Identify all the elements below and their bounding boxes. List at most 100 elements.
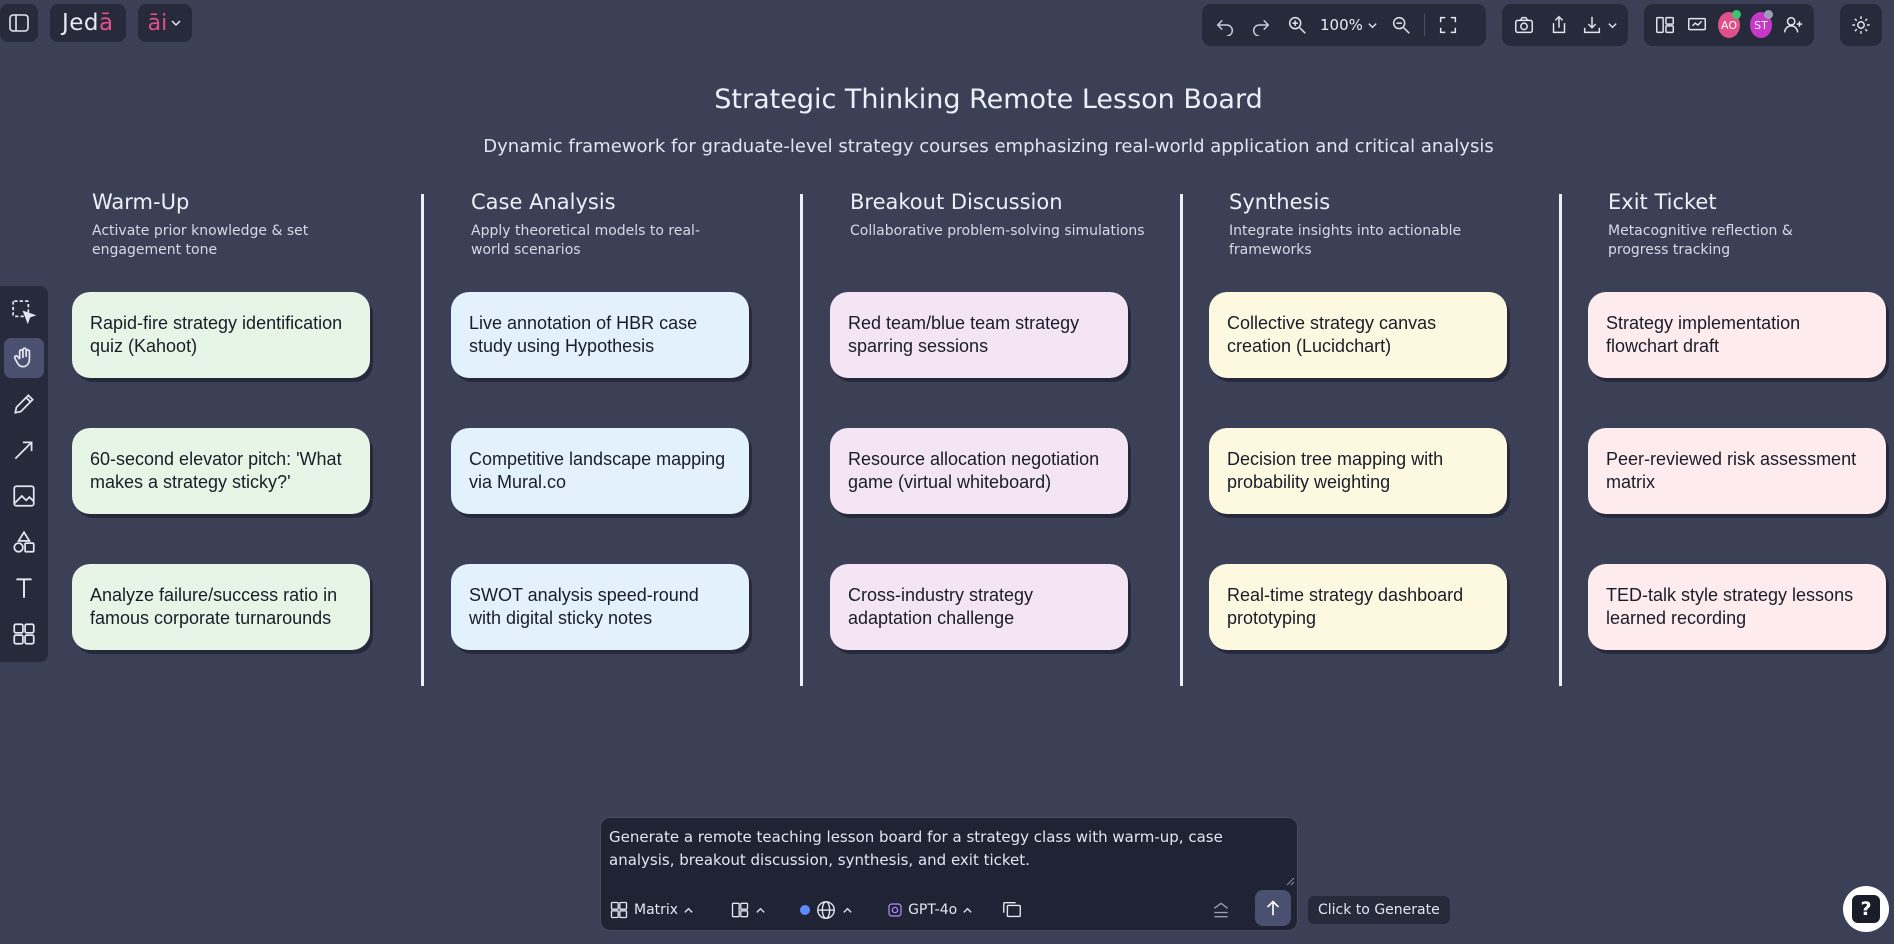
- image-tool-button[interactable]: [4, 476, 44, 516]
- status-dot: [1764, 10, 1773, 19]
- tools-sidebar: [0, 286, 48, 662]
- help-icon: ?: [1852, 895, 1880, 923]
- zoom-in-button[interactable]: [1284, 12, 1310, 38]
- invite-user-button[interactable]: [1782, 12, 1804, 38]
- download-icon: [1583, 16, 1601, 34]
- lesson-card[interactable]: Decision tree mapping with probability w…: [1209, 428, 1507, 514]
- pen-tool-button[interactable]: [4, 384, 44, 424]
- fit-screen-button[interactable]: [1435, 12, 1461, 38]
- copy-frames-icon: [1003, 901, 1022, 918]
- undo-button[interactable]: [1212, 12, 1238, 38]
- board-title: Strategic Thinking Remote Lesson Board: [714, 84, 1263, 115]
- avatar-ao[interactable]: AO: [1718, 10, 1741, 38]
- model-icon: [888, 903, 902, 917]
- text-icon: [16, 578, 32, 598]
- column-case-analysis: Case Analysis Apply theoretical models t…: [451, 190, 781, 650]
- ai-menu-button[interactable]: āi: [137, 4, 193, 42]
- attach-context-button[interactable]: [1001, 899, 1023, 921]
- lesson-card[interactable]: Strategy implementation flowchart draft: [1588, 292, 1886, 378]
- columns-icon: [731, 902, 749, 918]
- sidebar-icon: [9, 14, 29, 32]
- help-button[interactable]: ?: [1843, 886, 1889, 932]
- layout-icon: [1656, 16, 1674, 34]
- web-search-dropdown[interactable]: [800, 899, 853, 921]
- lesson-card[interactable]: Red team/blue team strategy sparring ses…: [830, 292, 1128, 378]
- column-divider: [1559, 194, 1562, 686]
- view-toolbar: 100%: [1202, 4, 1486, 46]
- column-description: Metacognitive reflection & progress trac…: [1608, 223, 1793, 258]
- lesson-card[interactable]: Rapid-fire strategy identification quiz …: [72, 292, 370, 378]
- column-breakout-discussion: Breakout Discussion Collaborative proble…: [830, 190, 1160, 650]
- sidebar-toggle-button[interactable]: [0, 4, 38, 42]
- prompt-panel: Generate a remote teaching lesson board …: [600, 817, 1298, 931]
- presentation-button[interactable]: [1686, 12, 1708, 38]
- export-toolbar: [1502, 4, 1628, 46]
- resize-handle-icon[interactable]: [1285, 876, 1295, 886]
- select-tool-button[interactable]: [4, 292, 44, 332]
- lesson-card[interactable]: Competitive landscape mapping via Mural.…: [451, 428, 749, 514]
- column-description: Integrate insights into actionable frame…: [1229, 223, 1462, 258]
- camera-icon: [1515, 16, 1534, 34]
- redo-button[interactable]: [1248, 12, 1274, 38]
- avatar-st[interactable]: ST: [1750, 10, 1773, 38]
- lesson-card[interactable]: Collective strategy canvas creation (Luc…: [1209, 292, 1507, 378]
- model-label: GPT-4o: [908, 902, 958, 918]
- text-tool-button[interactable]: [4, 568, 44, 608]
- gear-icon: [1852, 16, 1870, 34]
- image-icon: [13, 485, 35, 507]
- chevron-up-icon: [756, 907, 765, 913]
- grid-icon: [13, 623, 35, 645]
- chevron-down-icon: [1368, 22, 1377, 28]
- column-layout-dropdown[interactable]: [730, 900, 766, 920]
- column-title: Breakout Discussion: [850, 190, 1063, 214]
- settings-button[interactable]: [1840, 4, 1882, 46]
- templates-tool-button[interactable]: [4, 614, 44, 654]
- select-icon: [12, 300, 37, 325]
- lesson-card[interactable]: Analyze failure/success ratio in famous …: [72, 564, 370, 650]
- lesson-card[interactable]: TED-talk style strategy lessons learned …: [1588, 564, 1886, 650]
- logo-text: Jed: [62, 10, 100, 36]
- shapes-tool-button[interactable]: [4, 522, 44, 562]
- zoom-out-button[interactable]: [1388, 12, 1414, 38]
- lesson-card[interactable]: 60-second elevator pitch: 'What makes a …: [72, 428, 370, 514]
- ai-label: āi: [147, 10, 168, 36]
- pencil-icon: [14, 394, 34, 414]
- generate-button[interactable]: [1255, 890, 1291, 926]
- chevron-down-icon: [171, 20, 181, 27]
- lesson-card[interactable]: Live annotation of HBR case study using …: [451, 292, 749, 378]
- arrow-tool-button[interactable]: [4, 430, 44, 470]
- matrix-icon: [610, 901, 628, 919]
- collaboration-toolbar: AO ST: [1644, 4, 1814, 46]
- avatar-initials: ST: [1754, 18, 1768, 32]
- share-button[interactable]: [1547, 12, 1572, 38]
- shapes-icon: [13, 530, 35, 553]
- zoom-dropdown[interactable]: 100%: [1320, 16, 1378, 34]
- column-description: Apply theoretical models to real-world s…: [471, 223, 700, 258]
- prompt-input[interactable]: Generate a remote teaching lesson board …: [609, 828, 1223, 869]
- toolbar-divider: [1423, 14, 1425, 36]
- lesson-card[interactable]: Resource allocation negotiation game (vi…: [830, 428, 1128, 514]
- column-description: Activate prior knowledge & set engagemen…: [92, 223, 309, 258]
- collapse-panel-button[interactable]: [1211, 900, 1231, 920]
- screenshot-button[interactable]: [1512, 12, 1537, 38]
- hand-tool-button[interactable]: [4, 338, 44, 378]
- column-title: Warm-Up: [92, 190, 190, 214]
- layout-type-dropdown[interactable]: Matrix: [609, 900, 694, 920]
- arrow-up-icon: [1266, 900, 1280, 916]
- lesson-card[interactable]: Real-time strategy dashboard prototyping: [1209, 564, 1507, 650]
- globe-icon: [817, 901, 836, 919]
- column-description: Collaborative problem-solving simulation…: [850, 223, 1145, 239]
- lesson-card[interactable]: SWOT analysis speed-round with digital s…: [451, 564, 749, 650]
- download-dropdown[interactable]: [1581, 14, 1618, 36]
- chevron-up-icon: [843, 907, 852, 913]
- lesson-card[interactable]: Peer-reviewed risk assessment matrix: [1588, 428, 1886, 514]
- redo-icon: [1253, 19, 1270, 36]
- layout-button[interactable]: [1654, 12, 1676, 38]
- zoom-value: 100%: [1320, 16, 1363, 34]
- chevron-up-icon: [963, 907, 972, 913]
- model-dropdown[interactable]: GPT-4o: [887, 902, 973, 918]
- lesson-card[interactable]: Cross-industry strategy adaptation chall…: [830, 564, 1128, 650]
- column-divider: [800, 194, 803, 686]
